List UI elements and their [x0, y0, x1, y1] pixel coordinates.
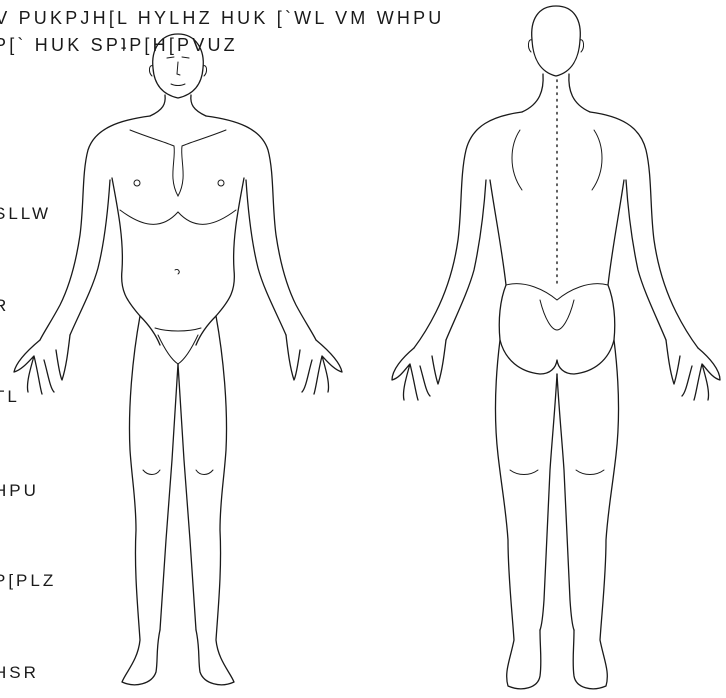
side-label-6: HSR: [0, 663, 39, 683]
side-label-2: R: [0, 296, 9, 316]
header-line-1: ‹V PUKPJH[L HYLHZ HUK [`WL VM WHPU: [0, 8, 445, 29]
side-label-1: SLLW: [0, 204, 51, 224]
side-label-5: P[PLZ: [0, 571, 56, 591]
side-label-3: TL: [0, 387, 20, 407]
side-label-4: HPU: [0, 481, 39, 501]
header-line-2: P[` HUK SPʇP[H[PVUZ: [0, 35, 238, 56]
back-head: [532, 6, 581, 76]
back-body-outline: [414, 112, 698, 348]
back-legs: [496, 340, 619, 689]
